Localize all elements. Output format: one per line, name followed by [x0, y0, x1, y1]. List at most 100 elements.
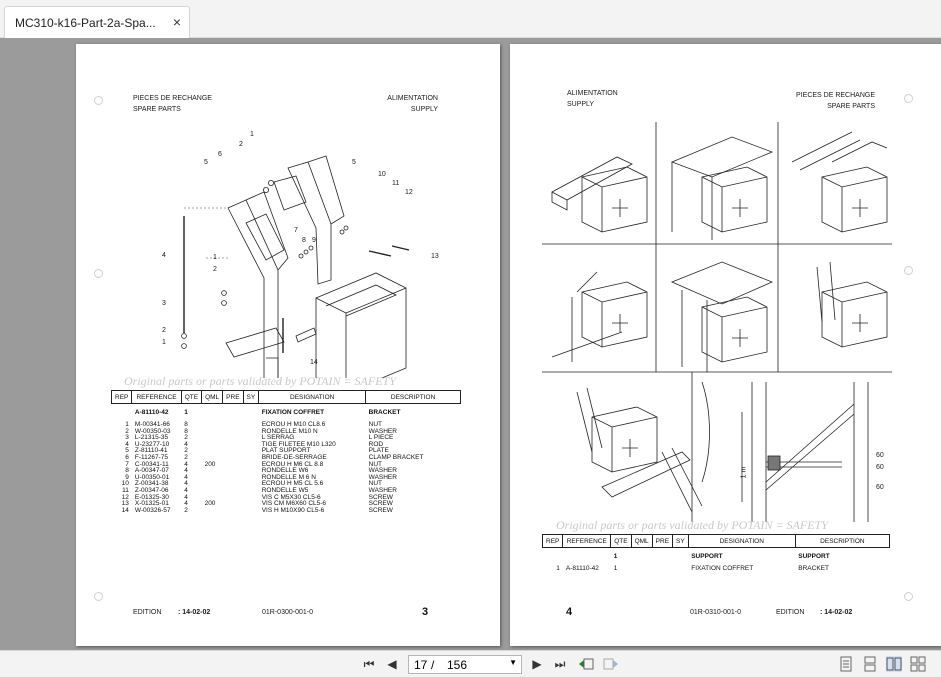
cell-sy [243, 429, 259, 436]
callout-6: 6 [218, 151, 222, 158]
punch-hole-icon [904, 592, 913, 601]
cell-description: NUT [368, 421, 383, 429]
callout-8: 8 [302, 237, 306, 244]
col-description: DESCRIPTION [794, 534, 891, 548]
electrical-box-shape [701, 296, 768, 363]
assembly-ref: A-81110-42 [134, 408, 169, 416]
cell-sy [243, 475, 259, 482]
current-page: 17 [414, 658, 428, 672]
cell-qte: 4 [184, 493, 188, 501]
cell-designation: TIGE FILETEE M10 L320 [261, 440, 336, 448]
assembly-description: SUPPORT [798, 552, 830, 560]
cell-pre [223, 442, 243, 449]
callout-4: 4 [162, 252, 166, 259]
cell-ref: E-01325-30 [134, 493, 169, 501]
callout-1b: 1 [213, 254, 217, 261]
cell-qte: 2 [184, 454, 188, 462]
assembly-qte: 1 [184, 408, 188, 416]
close-icon[interactable]: × [172, 14, 181, 30]
document-tab[interactable]: MC310-k16-Part-2a-Spa... × [4, 6, 190, 38]
electrical-box-shape [821, 281, 888, 348]
callout-2: 2 [239, 141, 243, 148]
cell-pre [223, 422, 243, 429]
punch-hole-icon [904, 266, 913, 275]
cell-qml [202, 468, 223, 475]
electrical-box-shape [701, 166, 768, 233]
cell-qml [202, 475, 223, 482]
cell-sy [243, 508, 259, 515]
cell-qte: 4 [184, 473, 188, 481]
cell-pre [223, 475, 243, 482]
first-page-icon[interactable]: ⏮ [363, 657, 375, 671]
punch-hole-icon [94, 269, 103, 278]
cell-description: WASHER [368, 427, 397, 435]
two-page-continuous-view-icon[interactable] [910, 656, 926, 672]
assembly-designation: FIXATION COFFRET [261, 408, 325, 416]
footer-code: 01R-0300-001-0 [262, 609, 313, 616]
cell-rep: 2 [125, 427, 129, 435]
cell-rep: 5 [125, 447, 129, 455]
cell-designation: PLAT SUPPORT [261, 447, 311, 455]
col-designation: DESIGNATION [258, 390, 367, 404]
header-left-2: SUPPLY [567, 101, 595, 108]
cell-description: SCREW [368, 493, 393, 501]
callout-14: 14 [310, 359, 318, 366]
cell-ref: A-00347-07 [134, 467, 169, 475]
chevron-down-icon[interactable]: ▼ [509, 658, 517, 667]
footer-edition-label: EDITION [133, 609, 162, 616]
cell-designation: RONDELLE W6 [261, 467, 309, 475]
callout-7: 7 [294, 227, 298, 234]
cell-rep: 11 [122, 487, 129, 495]
electrical-box-shape [591, 406, 658, 473]
cell-sy [243, 495, 259, 502]
cell-description: ROD [368, 440, 384, 448]
next-page-icon[interactable]: ▶ [532, 657, 542, 671]
cell-description: NUT [368, 480, 383, 488]
cell-rep: 1 [125, 421, 129, 429]
cell-sy [243, 422, 259, 429]
cell-qte: 2 [184, 447, 188, 455]
cell-sy [243, 488, 259, 495]
callout-9: 9 [312, 237, 316, 244]
last-page-icon[interactable]: ⏭ [554, 657, 566, 671]
cell-pre [223, 455, 243, 462]
cell-designation: ECROU H M10 CL8.6 [261, 421, 326, 429]
dim-60-b: 60 [876, 464, 884, 471]
callout-1: 1 [250, 131, 254, 138]
go-forward-icon[interactable] [603, 656, 619, 672]
cell-qml [202, 448, 223, 455]
cell-ref: Z-81110-41 [134, 447, 168, 455]
go-back-icon[interactable] [578, 656, 594, 672]
tab-bar: MC310-k16-Part-2a-Spa... × [0, 0, 941, 38]
cell-sy [243, 455, 259, 462]
cell-rep: 3 [125, 434, 129, 442]
header-right-1: ALIMENTATION [387, 95, 438, 102]
cell-sy [243, 462, 259, 469]
col-rep: REP [110, 390, 133, 404]
dim-60-c: 60 [876, 484, 884, 491]
document-viewer[interactable]: PIECES DE RECHANGE SPARE PARTS ALIMENTAT… [0, 38, 941, 650]
punch-hole-icon [94, 592, 103, 601]
cell-qml [202, 435, 223, 442]
punch-hole-icon [94, 96, 103, 105]
single-page-view-icon[interactable] [838, 656, 854, 672]
cell-pre [223, 488, 243, 495]
callout-13: 13 [431, 253, 439, 260]
bottom-toolbar: ⏮ ◀ 17 / 156 ▼ ▶ ⏭ [0, 650, 941, 677]
cell-qte: 4 [184, 467, 188, 475]
cell-pre [652, 566, 672, 573]
two-page-view-icon[interactable] [886, 656, 902, 672]
prev-page-icon[interactable]: ◀ [387, 657, 397, 671]
cell-qml [202, 488, 223, 495]
cell-qte: 4 [184, 480, 188, 488]
cell-pre [223, 508, 243, 515]
page-selector[interactable]: 17 / 156 ▼ [408, 655, 522, 674]
cell-qte: 4 [184, 487, 188, 495]
continuous-view-icon[interactable] [862, 656, 878, 672]
